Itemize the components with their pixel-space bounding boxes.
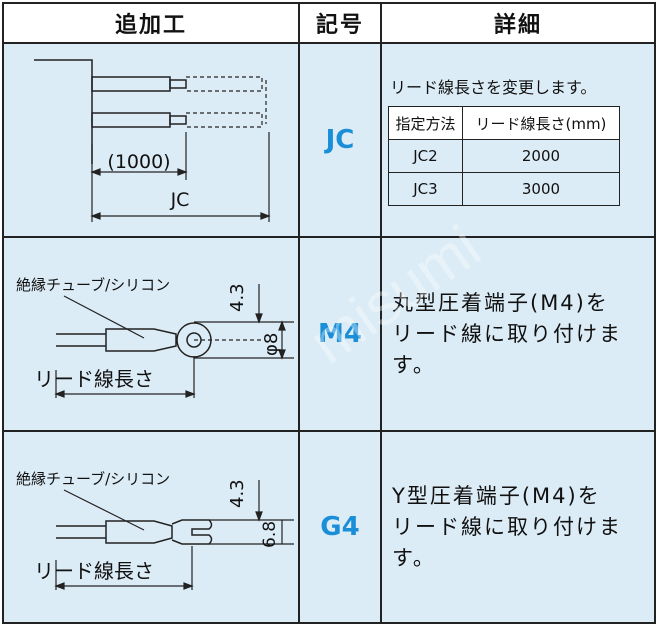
dim-ring-diameter: φ8 bbox=[261, 333, 282, 356]
table-row: JC2 2000 bbox=[388, 139, 621, 173]
lead-length-label: リード線長さ bbox=[34, 367, 154, 391]
row-m4: 絶縁チューブ/シリコン bbox=[2, 236, 656, 432]
sub-cell-code: JC2 bbox=[388, 139, 463, 173]
insulation-tube bbox=[105, 328, 177, 352]
motor-body-outline bbox=[34, 59, 93, 164]
ring-terminal-diagram: 絶縁チューブ/シリコン bbox=[16, 276, 294, 398]
detail-g4-line2: リード線に取り付けます。 bbox=[392, 514, 622, 570]
detail-g4: Y型圧着端子(M4)を リード線に取り付けます。 bbox=[380, 430, 656, 624]
header-symbol: 記号 bbox=[298, 2, 382, 44]
dim-offset: 4.3 bbox=[227, 479, 248, 508]
detail-m4-line1: 丸型圧着端子(M4)を bbox=[392, 290, 609, 315]
y-terminal bbox=[171, 519, 213, 545]
lead-length-table: 指定方法 リード線長さ(mm) JC2 2000 JC3 3000 bbox=[388, 106, 621, 206]
detail-m4-line2: リード線に取り付けます。 bbox=[392, 321, 622, 377]
dim-offset: 4.3 bbox=[227, 283, 248, 312]
insulation-label: 絶縁チューブ/シリコン bbox=[16, 276, 170, 294]
sub-header-method: 指定方法 bbox=[388, 106, 463, 140]
code-g4: G4 bbox=[298, 430, 382, 624]
row-g4: 絶縁チューブ/シリコン bbox=[2, 430, 656, 624]
lead-length-label: リード線長さ bbox=[34, 559, 154, 583]
table-row: JC3 3000 bbox=[388, 172, 621, 206]
dim-jc-length: JC bbox=[170, 189, 190, 211]
upper-lead bbox=[91, 76, 171, 92]
header-row: 追加工 記号 詳細 bbox=[2, 2, 656, 44]
lower-lead bbox=[91, 112, 171, 128]
dim-default-length: (1000) bbox=[107, 151, 170, 173]
row-jc: (1000) JC JC リード線長さを変更します。 指定方法 リード線長さ(m… bbox=[2, 42, 656, 238]
diagram-cell-g4: 絶縁チューブ/シリコン bbox=[2, 430, 300, 624]
insulation-tube bbox=[105, 520, 173, 544]
diagram-cell-m4: 絶縁チューブ/シリコン bbox=[2, 236, 300, 432]
sub-cell-code: JC3 bbox=[388, 172, 463, 206]
header-detail: 詳細 bbox=[380, 2, 656, 44]
detail-jc-intro: リード線長さを変更します。 bbox=[390, 78, 597, 97]
lead-length-diagram: (1000) JC bbox=[34, 59, 271, 222]
detail-jc: リード線長さを変更します。 指定方法 リード線長さ(mm) JC2 2000 J… bbox=[380, 42, 656, 238]
sub-cell-length: 3000 bbox=[461, 172, 621, 206]
code-m4: M4 bbox=[298, 236, 382, 432]
detail-m4: 丸型圧着端子(M4)を リード線に取り付けます。 bbox=[380, 236, 656, 432]
header-process: 追加工 bbox=[2, 2, 300, 44]
dim-fork-width: 6.8 bbox=[260, 521, 280, 548]
y-terminal-diagram: 絶縁チューブ/シリコン bbox=[16, 470, 294, 590]
detail-g4-line1: Y型圧着端子(M4)を bbox=[392, 483, 601, 508]
diagram-cell-jc: (1000) JC bbox=[2, 42, 300, 238]
sub-cell-length: 2000 bbox=[461, 139, 621, 173]
code-jc: JC bbox=[298, 42, 382, 238]
insulation-label: 絶縁チューブ/シリコン bbox=[16, 470, 170, 488]
sub-header-length: リード線長さ(mm) bbox=[461, 106, 621, 140]
